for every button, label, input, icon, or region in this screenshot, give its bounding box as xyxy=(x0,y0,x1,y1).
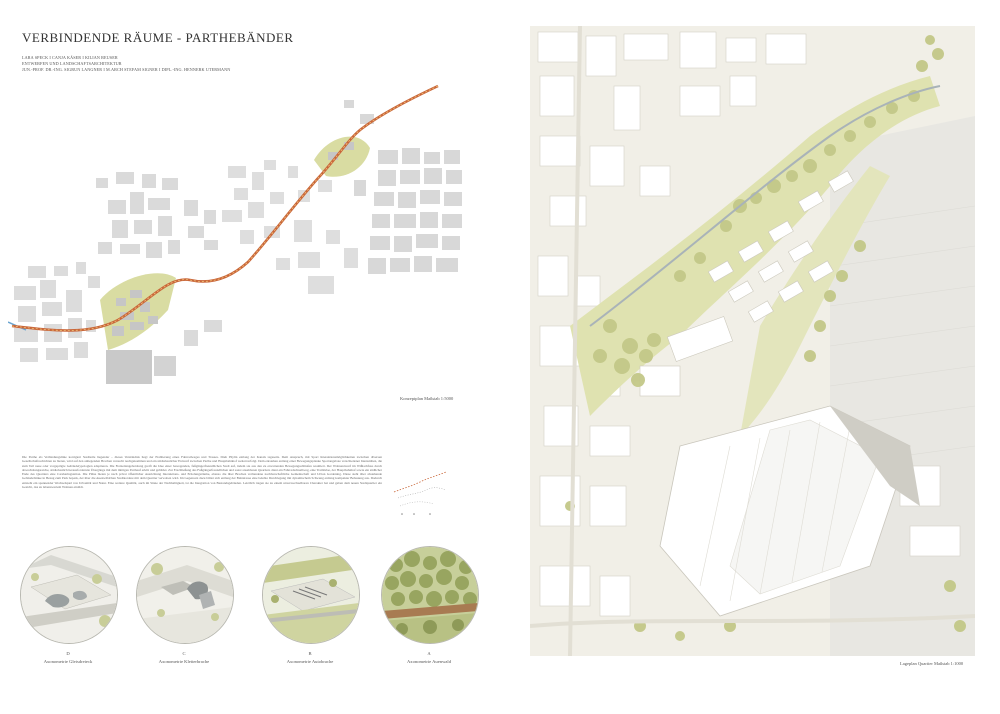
concept-map xyxy=(8,84,462,384)
axonometry-d-label: Axonometrie Gleisdreieck xyxy=(43,659,93,664)
axonometry-c-label: Axonometrie Kletterbrache xyxy=(158,659,210,664)
poster-title: VERBINDENDE RÄUME - PARTHEBÄNDER xyxy=(22,30,294,45)
axonometry-kletterbrache xyxy=(136,546,234,644)
axonometry-autobrache xyxy=(262,546,360,644)
axonometry-b-label: Axonometrie Autobrache xyxy=(286,659,334,664)
project-description: Die Parthe als Verbindungslinie korrigie… xyxy=(22,455,382,490)
mini-route-diagram xyxy=(393,471,447,515)
authors: LARA SPECK I CANJA KÄSER I KILIAN REUSER xyxy=(22,55,118,60)
axonometry-b-letter: B xyxy=(308,651,312,656)
large-hall xyxy=(659,405,920,617)
site-plan xyxy=(530,26,975,656)
supervisors: JUN.-PROF. DR.-ING. SIGRUN LANGNER I M.A… xyxy=(22,67,231,72)
axonometry-c-letter: C xyxy=(182,651,186,656)
axonometry-a-label: Axonometrie Auenwald xyxy=(406,659,451,664)
site-plan-caption: Lageplan Quartier Maßstab 1:1000 xyxy=(900,661,964,666)
axonometry-gleisdreieck xyxy=(20,546,118,644)
concept-map-caption: Konzeptplan Maßstab 1:5000 xyxy=(400,396,454,401)
axonometry-d-letter: D xyxy=(66,651,70,656)
axonometry-a-letter: A xyxy=(427,651,431,656)
axonometry-auenwald xyxy=(381,546,479,644)
program: ENTWERFEN UND LANDSCHAFTSARCHITEKTUR xyxy=(22,61,122,66)
